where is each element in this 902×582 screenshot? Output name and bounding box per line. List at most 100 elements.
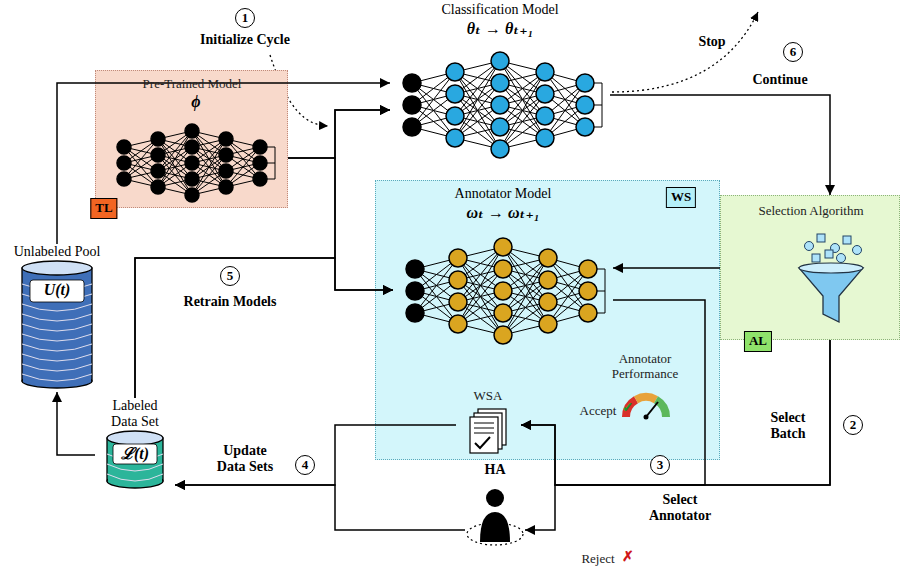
callout-number: 4 — [295, 455, 315, 475]
neuron — [491, 118, 509, 136]
funnel-rim — [799, 263, 863, 273]
neuron — [579, 260, 597, 278]
node-title: Labeled Data Set — [104, 398, 166, 430]
document-icon: WSA — [456, 389, 521, 459]
neuron — [253, 156, 267, 170]
cylinder-top — [107, 431, 163, 445]
connector — [521, 340, 830, 485]
database-cylinder: Labeled Data Setℒ(t) — [95, 398, 175, 490]
gauge-hub — [644, 415, 649, 420]
step-label: Stop — [698, 34, 725, 50]
neuron — [536, 85, 554, 103]
neuron — [576, 74, 594, 92]
neuron — [491, 140, 509, 158]
node-figure — [8, 244, 106, 392]
connector — [613, 267, 720, 269]
node-title: Annotator Model — [455, 186, 552, 202]
neuron — [446, 107, 464, 125]
node-title: WS — [666, 187, 696, 208]
person-body — [480, 512, 510, 542]
connector — [135, 258, 393, 398]
output-stub — [267, 179, 275, 180]
neuron — [494, 238, 512, 256]
neuron — [449, 293, 467, 311]
neuron — [151, 180, 165, 194]
node-symbol: ωₜ → ωₜ₊₁ — [466, 204, 539, 222]
neuron — [539, 249, 557, 267]
output-stub — [594, 105, 602, 106]
cylinder-ring — [22, 364, 92, 371]
output-stub — [594, 127, 602, 128]
node-title: WSA — [474, 389, 503, 404]
neuron — [185, 140, 199, 154]
check-mark: ✓ — [622, 400, 634, 416]
neuron — [576, 118, 594, 136]
neuron — [494, 260, 512, 278]
neuron — [185, 156, 199, 170]
output-stub — [597, 269, 605, 270]
output-stub — [267, 163, 275, 164]
neuron — [117, 140, 131, 154]
neuron — [151, 148, 165, 162]
neuron — [219, 132, 233, 146]
node-symbol: U(t) — [44, 281, 71, 299]
node-title: Unlabeled Pool — [14, 244, 101, 260]
output-stub — [597, 291, 605, 292]
data-item — [843, 236, 851, 244]
neuron — [491, 96, 509, 114]
neuron — [185, 188, 199, 202]
connector — [57, 392, 95, 455]
edge-label: Continue — [750, 72, 809, 88]
neuron — [491, 52, 509, 70]
data-item — [805, 242, 814, 251]
data-item — [817, 234, 825, 242]
neuron — [117, 172, 131, 186]
cylinder-ring — [22, 374, 92, 381]
connector — [288, 158, 393, 290]
connector — [610, 95, 830, 195]
data-item — [825, 250, 833, 258]
neuron — [494, 282, 512, 300]
doc-check — [475, 437, 490, 448]
neuron — [151, 164, 165, 178]
data-item — [837, 254, 846, 263]
node-title: TL — [90, 198, 117, 219]
label-plate — [113, 444, 157, 464]
gauge-label: Annotator Performance — [599, 352, 691, 382]
neuron — [253, 140, 267, 154]
node-title: HA — [485, 462, 506, 478]
connector — [175, 485, 465, 530]
doc-line — [474, 423, 494, 424]
label-plate — [30, 280, 84, 302]
gauge-arc — [636, 397, 656, 400]
output-stub — [267, 147, 275, 148]
cylinder-ring — [107, 464, 163, 471]
node-symbol: ϕ — [191, 93, 200, 111]
tag-badge: AL — [738, 331, 778, 357]
neuron — [117, 156, 131, 170]
database-cylinder: Unlabeled PoolU(t) — [8, 244, 106, 392]
neuron — [219, 164, 233, 178]
neuron — [151, 132, 165, 146]
callout-number: 2 — [843, 415, 863, 435]
neuron — [536, 129, 554, 147]
neuron — [449, 315, 467, 333]
cylinder-body — [22, 268, 92, 381]
cross-mark: ✗ — [622, 549, 634, 565]
model-net: Classification Modelθₜ → θₜ₊₁ — [390, 0, 610, 170]
person-head — [486, 489, 504, 507]
neuron — [579, 304, 597, 322]
neuron — [403, 74, 421, 92]
cylinder-ring — [22, 324, 92, 331]
neuron — [403, 96, 421, 114]
selection-box: Selection AlgorithmAL — [720, 195, 900, 340]
output-stub — [597, 313, 605, 314]
callout-number: 6 — [783, 42, 803, 62]
doc-page — [470, 417, 498, 453]
connector — [135, 110, 390, 398]
cylinder-ring — [22, 304, 92, 311]
cylinder-body — [107, 438, 163, 481]
data-item — [853, 246, 862, 255]
node-figure — [96, 71, 289, 209]
neuron — [406, 282, 424, 300]
